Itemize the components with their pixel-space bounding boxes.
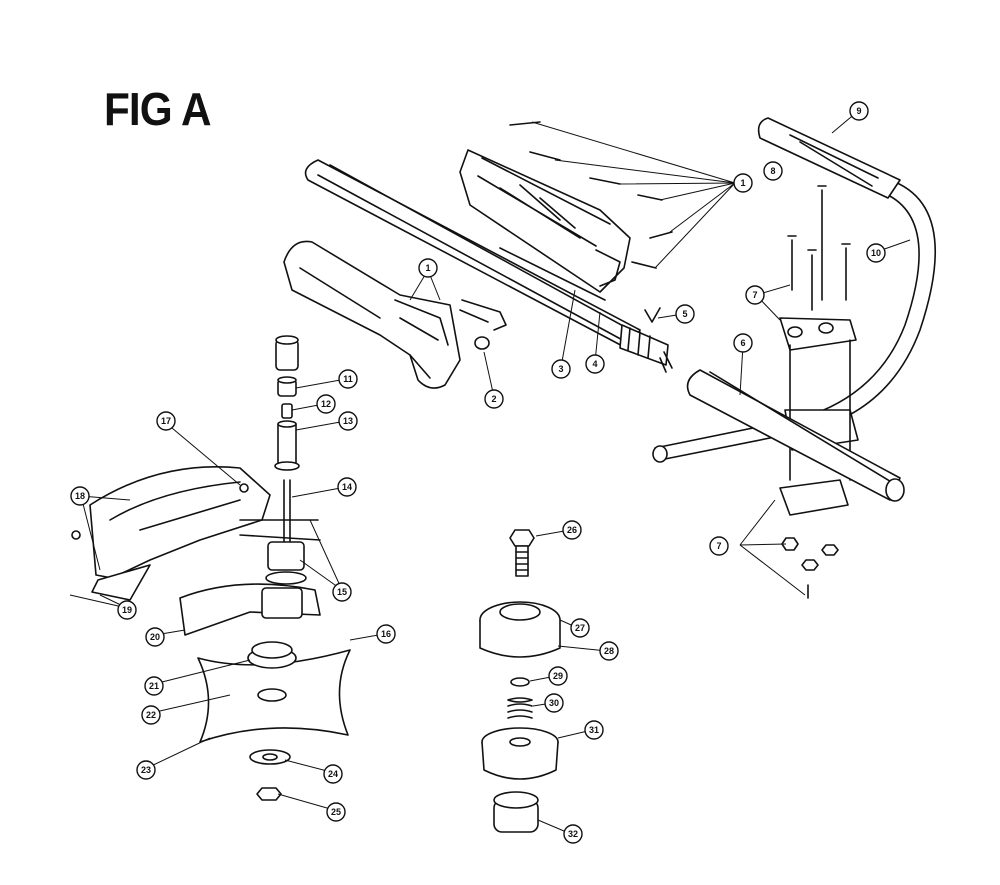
callout-5: 5: [675, 304, 695, 324]
callout-16: 16: [376, 624, 396, 644]
trimmer-head-assembly: [479, 529, 561, 833]
callout-label: 18: [75, 491, 85, 501]
callout-31: 31: [584, 720, 604, 740]
callout-21: 21: [144, 676, 164, 696]
callout-label: 1: [740, 178, 745, 188]
callout-8: 8: [763, 161, 783, 181]
callout-label: 29: [553, 671, 563, 681]
callout-22: 22: [141, 705, 161, 725]
callout-10: 10: [866, 243, 886, 263]
callout-label: 20: [150, 632, 160, 642]
shaft-housing-half: [459, 121, 736, 293]
callout-label: 17: [161, 416, 171, 426]
callout-19: 19: [117, 600, 137, 620]
callout-label: 9: [856, 106, 861, 116]
blade-assembly: [197, 641, 351, 801]
callout-label: 27: [575, 623, 585, 633]
callout-3: 3: [551, 359, 571, 379]
callout-label: 2: [491, 394, 496, 404]
callout-label: 15: [337, 587, 347, 597]
callout-label: 21: [149, 681, 159, 691]
callout-9: 9: [849, 101, 869, 121]
callout-14: 14: [337, 477, 357, 497]
callout-label: 24: [328, 769, 338, 779]
callout-23: 23: [136, 760, 156, 780]
callout-label: 26: [567, 525, 577, 535]
callout-label: 32: [568, 829, 578, 839]
callout-32: 32: [563, 824, 583, 844]
callout-30: 30: [544, 693, 564, 713]
figure-title: FIG A: [104, 83, 212, 135]
clamp-nuts: [739, 499, 839, 599]
callout-1b: 1: [733, 173, 753, 193]
callout-7b: 7: [709, 536, 729, 556]
callout-label: 16: [381, 629, 391, 639]
callout-label: 12: [321, 399, 331, 409]
callout-label: 3: [558, 364, 563, 374]
callout-label: 11: [343, 374, 353, 384]
callout-6: 6: [733, 333, 753, 353]
callout-label: 8: [770, 166, 775, 176]
callout-15: 15: [332, 582, 352, 602]
callout-17: 17: [156, 411, 176, 431]
callout-label: 7: [716, 541, 721, 551]
gearhead-stack: [274, 335, 300, 546]
callout-label: 6: [740, 338, 745, 348]
callout-18: 18: [70, 486, 90, 506]
callout-label: 22: [146, 710, 156, 720]
callout-label: 28: [604, 646, 614, 656]
callout-label: 7: [752, 290, 757, 300]
callout-24: 24: [323, 764, 343, 784]
callout-11: 11: [338, 369, 358, 389]
callout-1a: 1: [418, 258, 438, 278]
callout-26: 26: [562, 520, 582, 540]
callout-27: 27: [570, 618, 590, 638]
callout-20: 20: [145, 627, 165, 647]
callout-label: 19: [122, 605, 132, 615]
callout-label: 13: [343, 416, 353, 426]
lower-housing-half: [283, 240, 507, 389]
callout-4: 4: [585, 354, 605, 374]
callout-label: 14: [342, 482, 352, 492]
callout-29: 29: [548, 666, 568, 686]
callout-12: 12: [316, 394, 336, 414]
callout-label: 5: [682, 309, 687, 319]
callout-label: 4: [592, 359, 597, 369]
callout-25: 25: [326, 802, 346, 822]
callout-label: 25: [331, 807, 341, 817]
callout-label: 10: [871, 248, 881, 258]
callout-28: 28: [599, 641, 619, 661]
callout-label: 31: [589, 725, 599, 735]
loop-handle: [652, 117, 936, 463]
callout-13: 13: [338, 411, 358, 431]
callout-label: 23: [141, 765, 151, 775]
main-shaft-tube: [304, 159, 673, 373]
callout-2: 2: [484, 389, 504, 409]
callout-7a: 7: [745, 285, 765, 305]
gear-case: [239, 519, 321, 619]
callout-label: 1: [425, 263, 430, 273]
drive-shaft-tube: [686, 369, 905, 502]
callout-label: 30: [549, 698, 559, 708]
